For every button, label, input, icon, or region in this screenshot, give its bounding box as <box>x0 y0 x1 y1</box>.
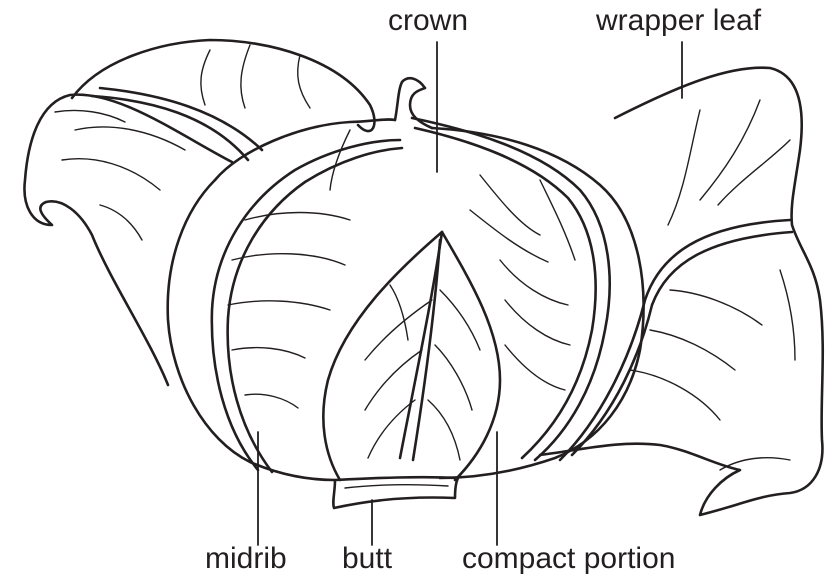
right-wrapper-leaf <box>540 68 823 515</box>
cabbage-butt <box>333 477 458 508</box>
label-crown: crown <box>388 6 468 36</box>
left-wrapper-leaf <box>24 40 374 385</box>
label-midrib: midrib <box>205 544 287 574</box>
label-wrapper-leaf: wrapper leaf <box>596 6 761 36</box>
label-butt: butt <box>342 544 392 574</box>
label-compact-portion: compact portion <box>462 544 675 574</box>
cabbage-head <box>168 78 644 480</box>
